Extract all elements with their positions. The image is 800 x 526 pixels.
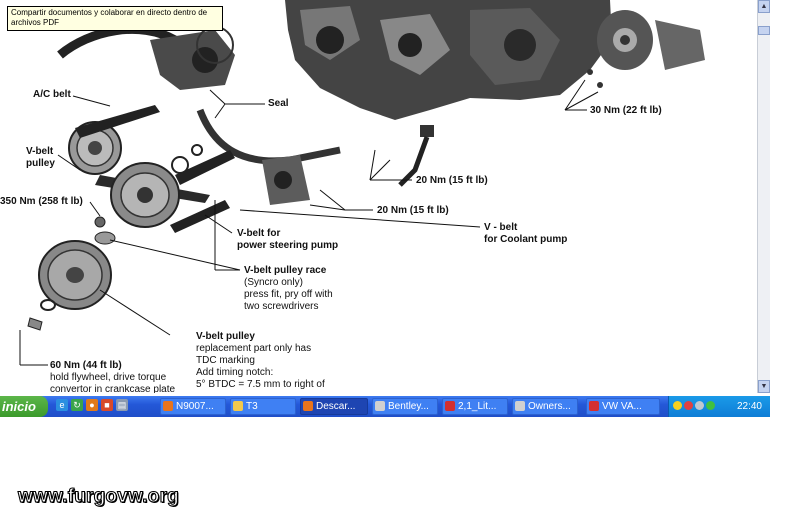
label-line: V-belt	[26, 146, 54, 157]
pdf-icon	[445, 401, 455, 411]
network-icon[interactable]	[695, 401, 704, 410]
shield-icon[interactable]	[673, 401, 682, 410]
tooltip-line: archivos PDF	[11, 18, 60, 27]
site-watermark: www.furgovw.org	[17, 485, 179, 507]
security-icon[interactable]	[684, 401, 693, 410]
label-torque-60: 60 Nm (44 ft lb) hold flywheel, drive to…	[50, 360, 175, 393]
label-vbelt-pulley: V-belt pulley	[26, 146, 55, 170]
refresh-icon[interactable]: ↻	[71, 399, 83, 411]
task-label: T3	[246, 401, 258, 412]
firefox-icon[interactable]: ●	[86, 399, 98, 411]
label-line: 60 Nm (44 ft lb)	[50, 360, 122, 371]
task-label: 2,1_Lit...	[458, 401, 497, 412]
status-icon[interactable]	[706, 401, 715, 410]
start-button[interactable]: inicio	[0, 396, 48, 417]
label-line: for Coolant pump	[484, 234, 568, 245]
label-line: V-belt pulley	[196, 331, 255, 342]
clock: 22:40	[736, 401, 762, 412]
task-button[interactable]: Descar...	[300, 398, 368, 415]
engine-diagram	[19, 0, 705, 366]
task-label: Descar...	[316, 401, 356, 412]
label-torque-20a: 20 Nm (15 ft lb)	[416, 175, 488, 186]
firefox-icon	[163, 401, 173, 411]
label-torque-20b: 20 Nm (15 ft lb)	[377, 205, 449, 216]
system-tray: 22:40	[668, 396, 770, 417]
task-button[interactable]: Owners...	[512, 398, 578, 415]
ie-icon[interactable]: e	[56, 399, 68, 411]
label-line: (Syncro only)	[244, 277, 303, 288]
label-line: V-belt pulley race	[244, 265, 327, 276]
task-button[interactable]: T3	[230, 398, 296, 415]
label-line: two screwdrivers	[244, 301, 319, 312]
app-icon[interactable]: ■	[101, 399, 113, 411]
label-pulley-race: V-belt pulley race (Syncro only) press f…	[244, 265, 333, 313]
pdf-document-view: Compartir documentos y colaborar en dire…	[0, 0, 705, 393]
task-label: VW VA...	[602, 401, 642, 412]
firefox-icon	[303, 401, 313, 411]
vertical-scrollbar[interactable]: ▲ ▼	[757, 0, 770, 393]
task-label: N9007...	[176, 401, 214, 412]
pdf-icon	[589, 401, 599, 411]
label-line: hold flywheel, drive torque	[50, 372, 167, 383]
label-line: TDC marking	[196, 355, 255, 366]
taskbar: inicio e ↻ ● ■ ▤ N9007... T3 Descar... B…	[0, 396, 770, 417]
task-button[interactable]: N9007...	[160, 398, 226, 415]
label-pulley-replacement: V-belt pulley replacement part only has …	[196, 331, 325, 391]
tooltip-line: Compartir documentos y colaborar en dire…	[11, 8, 208, 17]
document-icon	[375, 401, 385, 411]
label-vbelt-ps: V-belt for power steering pump	[237, 228, 338, 252]
label-line: press fit, pry off with	[244, 289, 333, 300]
label-torque-30: 30 Nm (22 ft lb)	[590, 105, 662, 116]
label-torque-350: 350 Nm (258 ft lb)	[0, 196, 83, 207]
label-line: convertor in crankcase plate	[50, 384, 176, 393]
task-button[interactable]: 2,1_Lit...	[442, 398, 508, 415]
scroll-thumb[interactable]	[758, 26, 770, 35]
label-line: V - belt	[484, 222, 518, 233]
scroll-up-button[interactable]: ▲	[758, 0, 770, 13]
label-ac-belt: A/C belt	[33, 89, 71, 100]
tooltip: Compartir documentos y colaborar en dire…	[7, 6, 223, 31]
label-vbelt-coolant: V - belt for Coolant pump	[484, 222, 567, 246]
scroll-down-button[interactable]: ▼	[758, 380, 770, 393]
label-line: V-belt for	[237, 228, 281, 239]
task-label: Bentley...	[388, 401, 429, 412]
tray-icons	[673, 401, 715, 410]
printer-icon[interactable]: ▤	[116, 399, 128, 411]
label-line: Add timing notch:	[196, 367, 274, 378]
task-label: Owners...	[528, 401, 571, 412]
label-line: pulley	[26, 158, 55, 169]
quick-launch: e ↻ ● ■ ▤	[56, 399, 128, 414]
task-button[interactable]: VW VA...	[586, 398, 660, 415]
folder-icon	[233, 401, 243, 411]
label-line: power steering pump	[237, 240, 339, 251]
label-line: replacement part only has	[196, 343, 312, 354]
task-button[interactable]: Bentley...	[372, 398, 438, 415]
label-seal: Seal	[268, 98, 289, 109]
label-line: 5° BTDC = 7.5 mm to right of	[196, 379, 325, 390]
document-icon	[515, 401, 525, 411]
